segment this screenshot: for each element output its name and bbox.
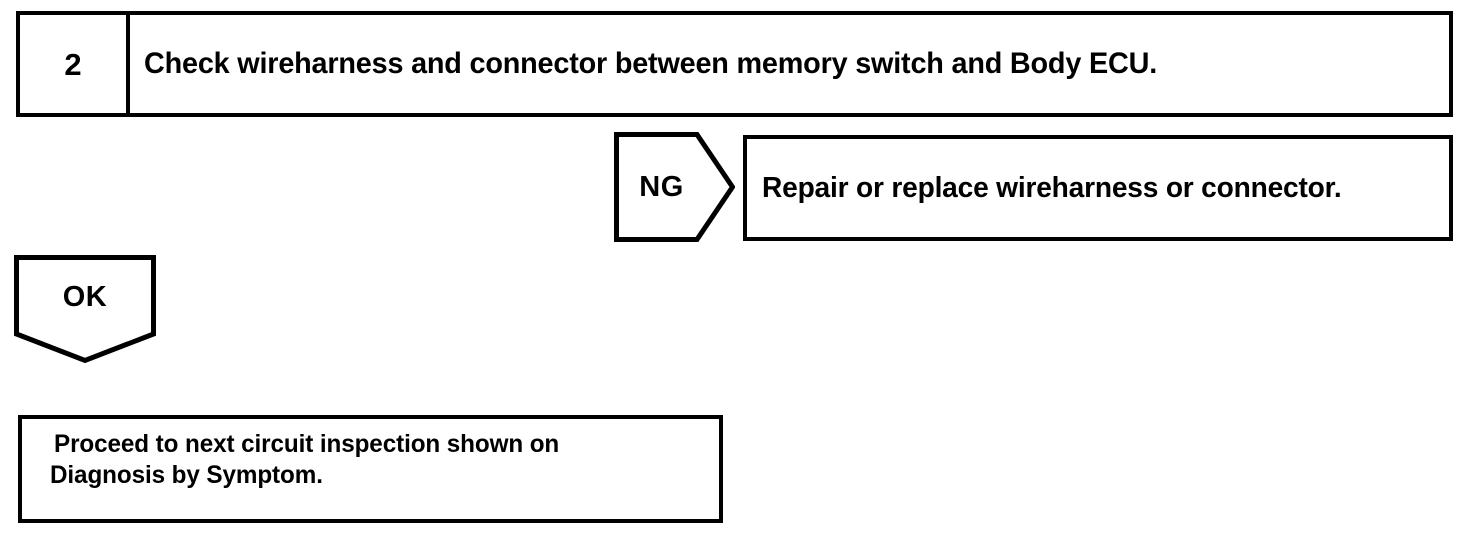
repair-result-text: Repair or replace wireharness or connect… [762, 171, 1342, 204]
repair-result-box: Repair or replace wireharness or connect… [743, 135, 1453, 241]
step-instruction-text: Check wireharness and connector between … [144, 47, 1158, 81]
ok-arrow-shape [14, 255, 156, 365]
step-number-cell: 2 [20, 15, 130, 113]
step-number: 2 [64, 46, 82, 82]
step-instruction-cell: Check wireharness and connector between … [130, 15, 1449, 113]
proceed-result-text-line-1: Proceed to next circuit inspection shown… [54, 430, 560, 458]
step-row: 2 Check wireharness and connector betwee… [16, 11, 1453, 117]
proceed-result-text-line-2: Diagnosis by Symptom. [50, 461, 323, 489]
proceed-result-box: Proceed to next circuit inspection shown… [18, 415, 723, 523]
ng-arrow-shape [614, 132, 735, 242]
